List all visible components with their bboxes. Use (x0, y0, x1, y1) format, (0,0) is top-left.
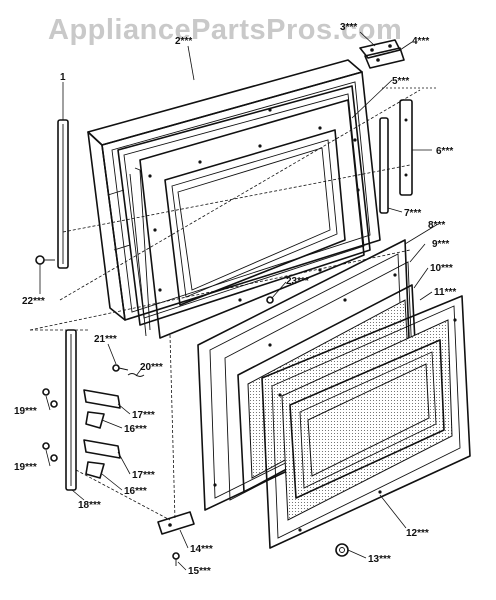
label-part-9: 9*** (432, 239, 449, 250)
label-part-15: 15*** (188, 566, 211, 577)
part-16-bracket-lower (85, 461, 105, 479)
part-19-screws (42, 388, 58, 462)
label-part-5: 5*** (392, 76, 409, 87)
label-part-8: 8*** (428, 220, 445, 231)
label-part-10: 10*** (430, 263, 453, 274)
part-22-screw (35, 255, 55, 265)
watermark-text: AppliancePartsPros.com (48, 14, 403, 46)
part-17-latch-upper (83, 389, 121, 409)
label-part-14: 14*** (190, 544, 213, 555)
screw-dots-lower (278, 318, 457, 532)
part-14-hinge (157, 511, 195, 535)
label-part-20: 20*** (140, 362, 163, 373)
part-18-side-strip (65, 329, 77, 491)
part-17-latch-lower (83, 439, 121, 459)
label-part-12: 12*** (406, 528, 429, 539)
door-liner-frame (107, 85, 371, 326)
part-7-trim-strip (379, 117, 389, 214)
part-13-knob (335, 543, 349, 557)
part-15-screw (172, 552, 180, 566)
label-part-17-lower: 17*** (132, 470, 155, 481)
part-4-hinge-bracket (364, 47, 405, 69)
part-labels: 1 2*** 3*** 4*** 5*** 6*** 7*** 8*** 9**… (14, 22, 456, 577)
alignment-lines-upper (29, 89, 421, 331)
label-part-17-upper: 17*** (132, 410, 155, 421)
inner-door-frame (139, 99, 365, 339)
part-23-pin (266, 296, 274, 304)
leader-lines (39, 31, 439, 571)
part-16-bracket-upper (85, 411, 105, 429)
label-part-1: 1 (60, 72, 66, 83)
door-gasket (129, 167, 151, 337)
label-part-21: 21*** (94, 334, 117, 345)
label-part-23: 23*** (286, 276, 309, 287)
label-part-13: 13*** (368, 554, 391, 565)
label-part-6: 6*** (436, 146, 453, 157)
outer-door-panel (87, 59, 381, 321)
label-part-16-upper: 16*** (124, 424, 147, 435)
alignment-lines-lower (30, 329, 176, 521)
label-part-19-lower: 19*** (14, 462, 37, 473)
part-12-window-glass (289, 339, 445, 499)
part-6-trim-strip (399, 99, 413, 196)
label-part-19-upper: 19*** (14, 406, 37, 417)
part-21-screw (112, 364, 129, 372)
label-part-18: 18*** (78, 500, 101, 511)
label-part-16-lower: 16*** (124, 486, 147, 497)
label-part-4: 4*** (412, 36, 429, 47)
label-part-7: 7*** (404, 208, 421, 219)
part-20-spring (127, 373, 145, 377)
part-1-side-trim (57, 119, 69, 269)
label-part-3: 3*** (340, 22, 357, 33)
label-part-22: 22*** (22, 296, 45, 307)
label-part-11: 11*** (434, 287, 456, 298)
label-part-2: 2*** (175, 36, 192, 47)
